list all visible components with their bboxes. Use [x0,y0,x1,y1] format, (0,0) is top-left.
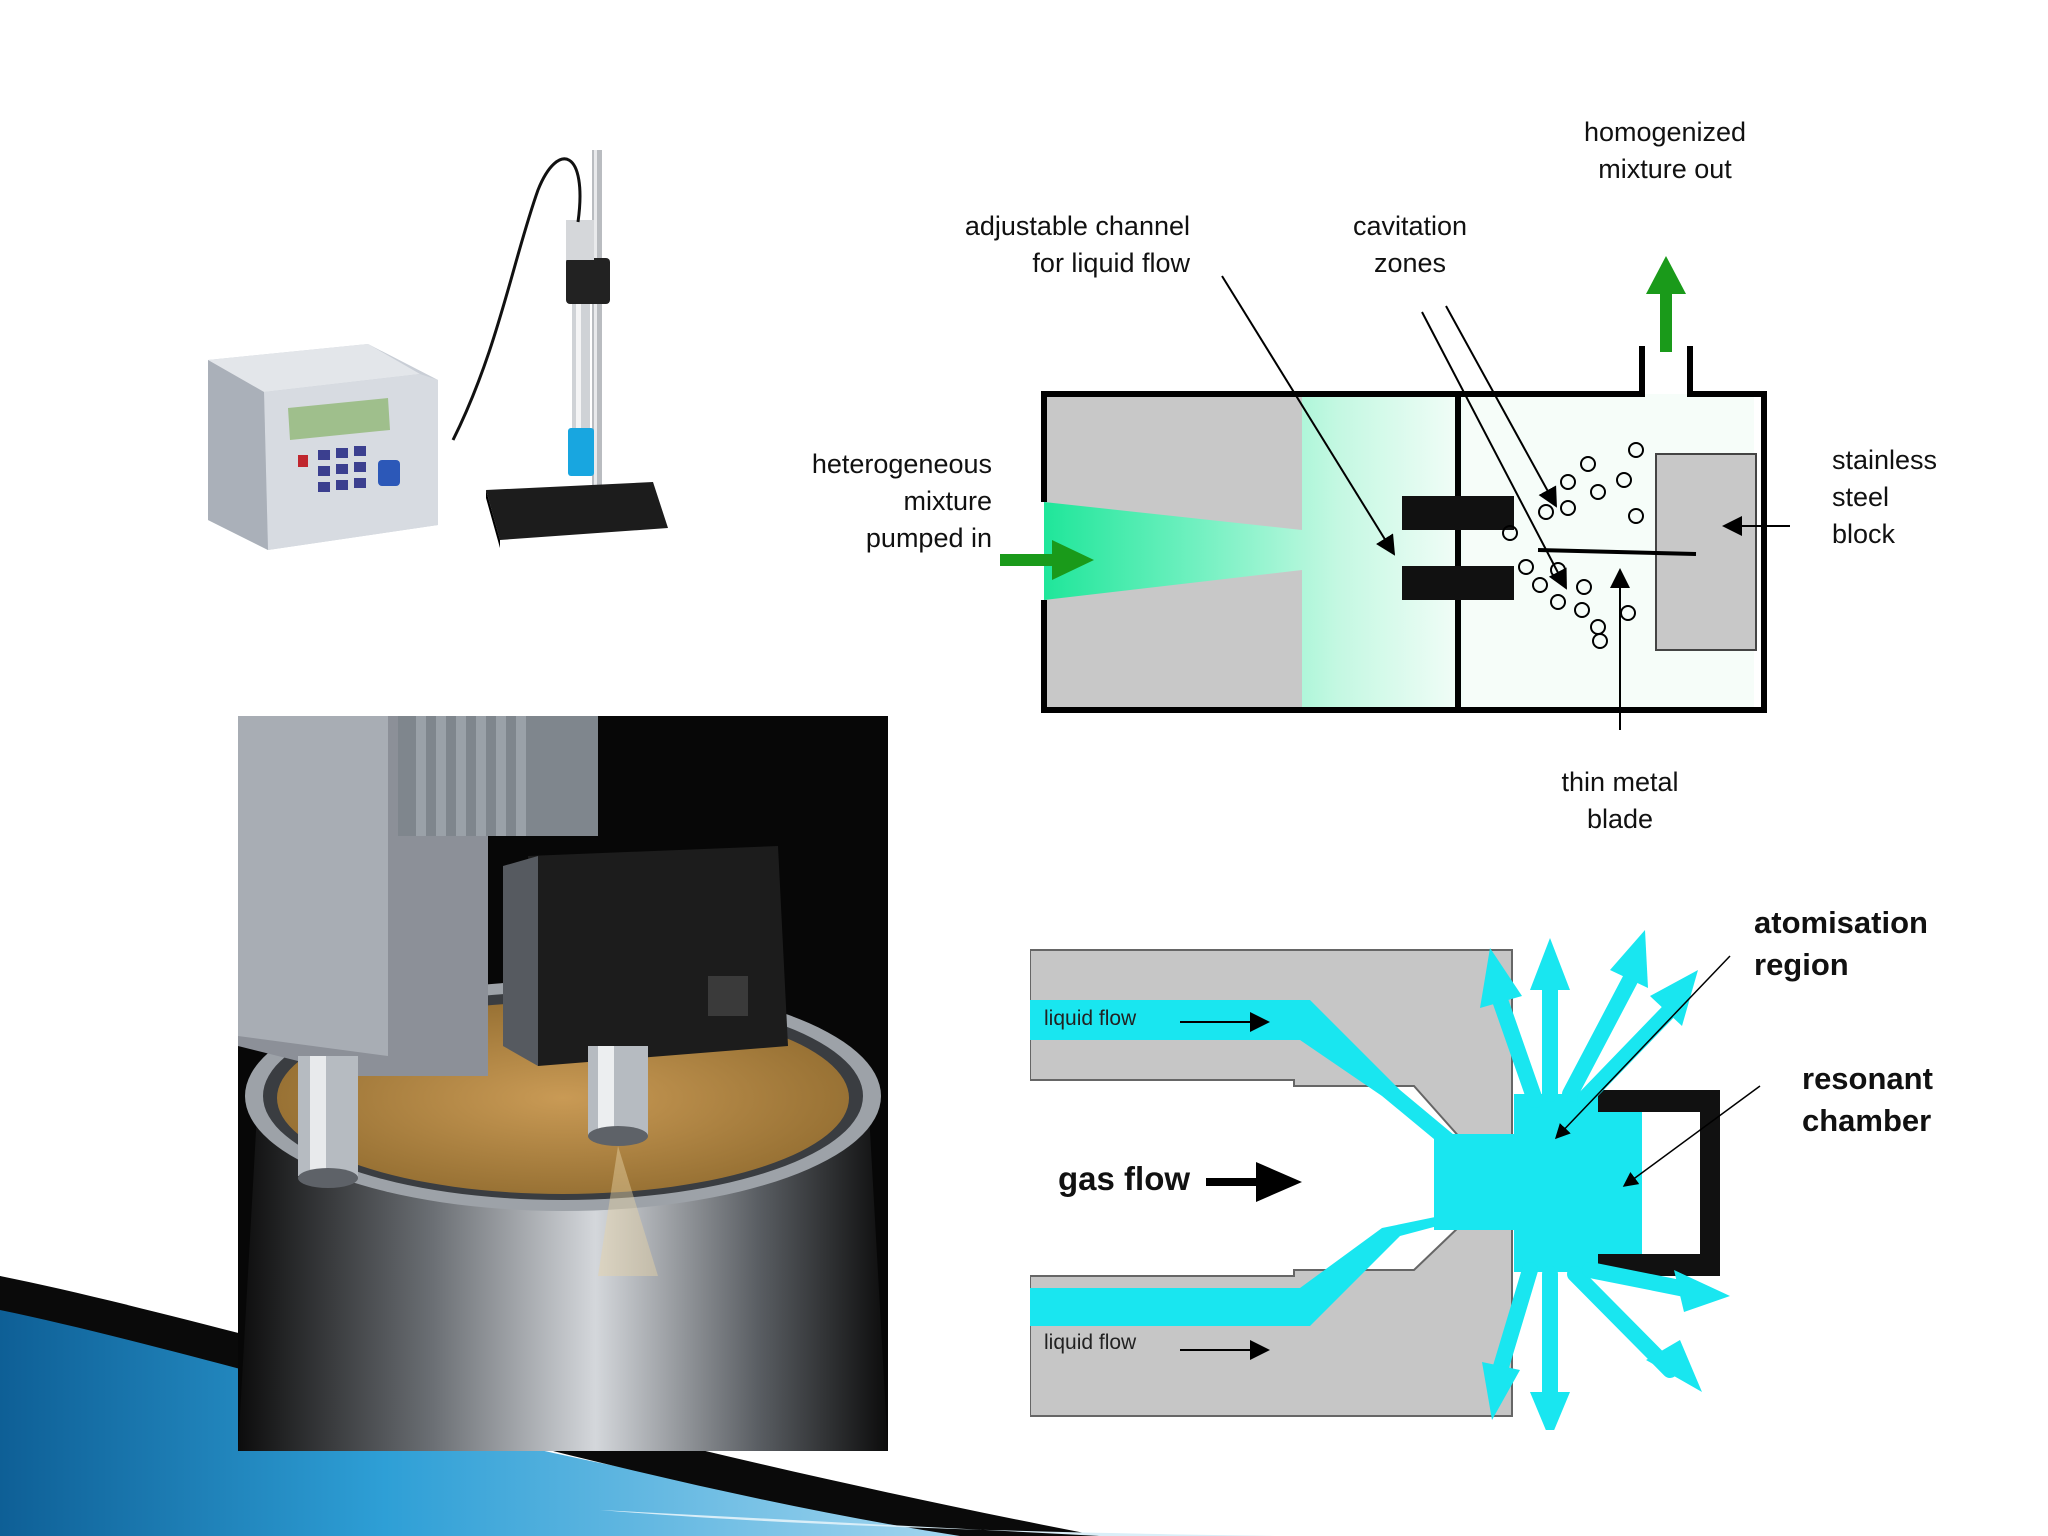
label-liquid-flow-top: liquid flow [1044,1007,1137,1030]
resonant-chamber [1598,1090,1720,1276]
label-stainless-steel-block: stainless steel block [1832,445,1938,549]
liquid-channel-top [1030,1000,1460,1144]
inlet-block [1044,394,1302,530]
label-cavitation-zones: cavitation zones [1352,211,1468,278]
channel-plate-top [1402,496,1514,530]
channel-plate-bottom [1402,566,1514,600]
ultrasonic-processor-photo [168,130,688,580]
thin-metal-blade [1537,548,1697,556]
outlet-arrow-icon [1646,256,1686,352]
slide-swoosh-decoration [0,1276,1280,1536]
atomisation-region-block [1434,1134,1516,1230]
label-atomisation-region: atomisation region [1754,905,1928,982]
label-gas-flow: gas flow [1058,1160,1191,1197]
spray-arrows [1492,972,1698,1408]
inlet-arrow-icon [1000,540,1094,580]
label-homogenized-mixture: homogenized mixture out [1583,117,1747,184]
liquid-channel-bottom [1030,1216,1460,1326]
label-liquid-flow-bottom: liquid flow [1044,1331,1137,1354]
gas-flow-arrow-icon [1206,1162,1302,1202]
label-thin-metal-blade: thin metal blade [1561,767,1679,834]
atomiser-body-top [1030,949,1513,1141]
label-heterogeneous-mixture: heterogeneous mixture pumped in [811,449,992,553]
ultrasonic-atomiser-diagram [1030,930,1761,1430]
label-adjustable-channel: adjustable channel for liquid flow [964,211,1190,278]
industrial-sonicator-photo [238,716,888,1451]
label-resonant-chamber: resonant chamber [1802,1061,1933,1138]
hydrodynamic-homogenizer-diagram [1000,256,1790,730]
cavitation-bubbles [1502,442,1644,649]
